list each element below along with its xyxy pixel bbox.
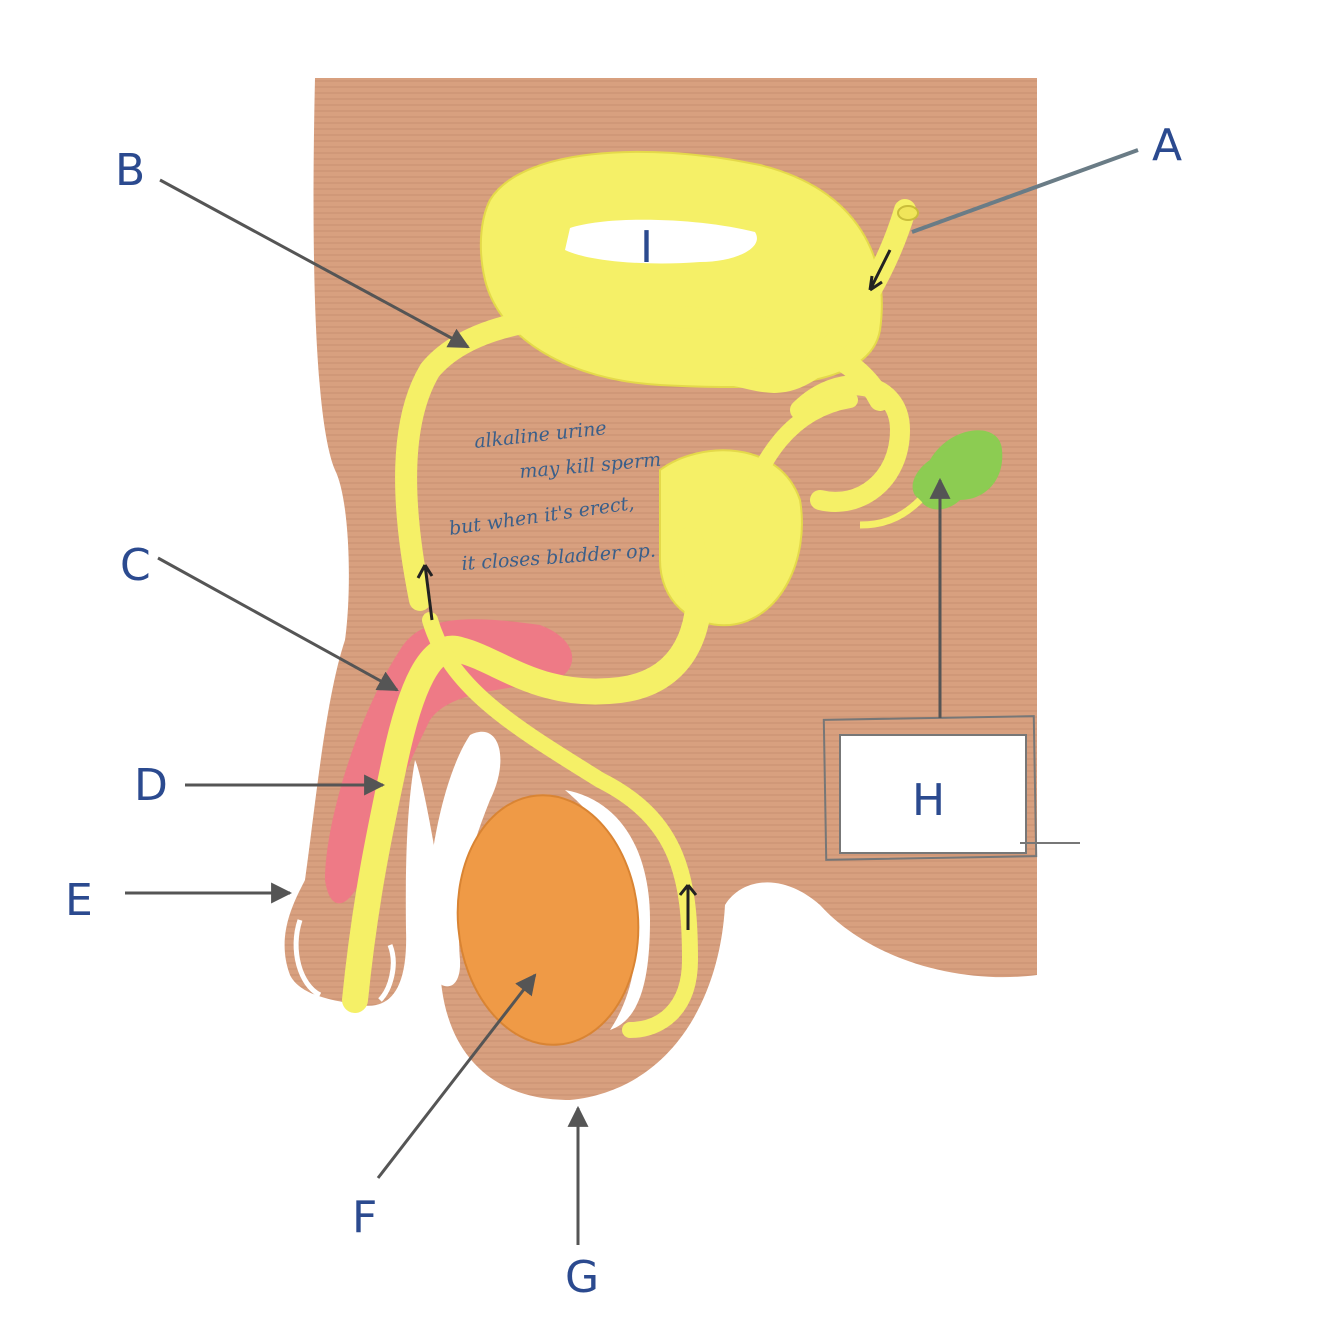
label-A: A: [1152, 120, 1182, 171]
label-H: H: [912, 775, 945, 826]
label-I: I: [640, 222, 653, 273]
ureter-opening: [898, 206, 918, 220]
label-F: F: [352, 1192, 377, 1243]
label-E: E: [65, 875, 93, 926]
label-D: D: [134, 760, 168, 811]
label-C: C: [120, 540, 151, 591]
label-G: G: [565, 1252, 599, 1303]
label-B: B: [115, 145, 145, 196]
